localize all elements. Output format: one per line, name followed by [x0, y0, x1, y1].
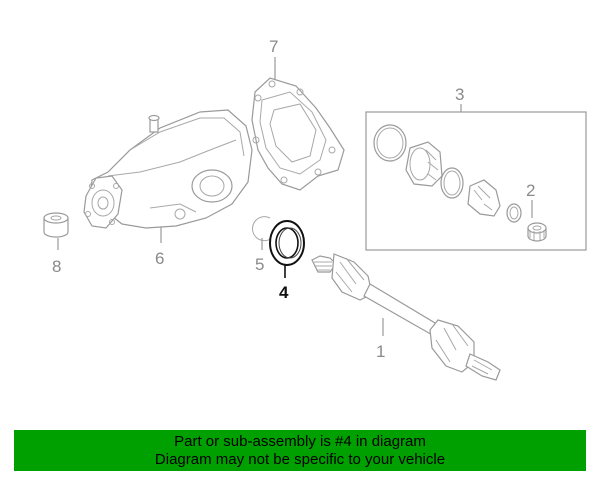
- parts-diagram: 7 6 8 5 4: [43, 37, 587, 381]
- callout-3: 3: [455, 85, 464, 104]
- part-5-snap-ring: [252, 216, 275, 242]
- callout-1: 1: [376, 342, 385, 361]
- info-banner: Part or sub-assembly is #4 in diagram Di…: [14, 430, 586, 471]
- callout-6: 6: [155, 249, 164, 268]
- callout-4: 4: [279, 283, 289, 302]
- part-7-cover: [251, 77, 345, 191]
- banner-line-disclaimer: Diagram may not be specific to your vehi…: [154, 450, 446, 468]
- part-3-boot-kit: [373, 124, 522, 223]
- part-6-differential-housing: [83, 109, 253, 229]
- callout-2: 2: [526, 181, 535, 200]
- part-1-axle-shaft: [311, 253, 501, 381]
- part-8-bushing: [43, 212, 69, 238]
- callout-7: 7: [269, 37, 278, 56]
- callout-8: 8: [52, 257, 61, 276]
- part-4-seal: [269, 220, 305, 266]
- callout-5: 5: [255, 255, 264, 274]
- banner-line-part-number: Part or sub-assembly is #4 in diagram: [174, 432, 426, 450]
- part-2-bearing: [527, 222, 547, 242]
